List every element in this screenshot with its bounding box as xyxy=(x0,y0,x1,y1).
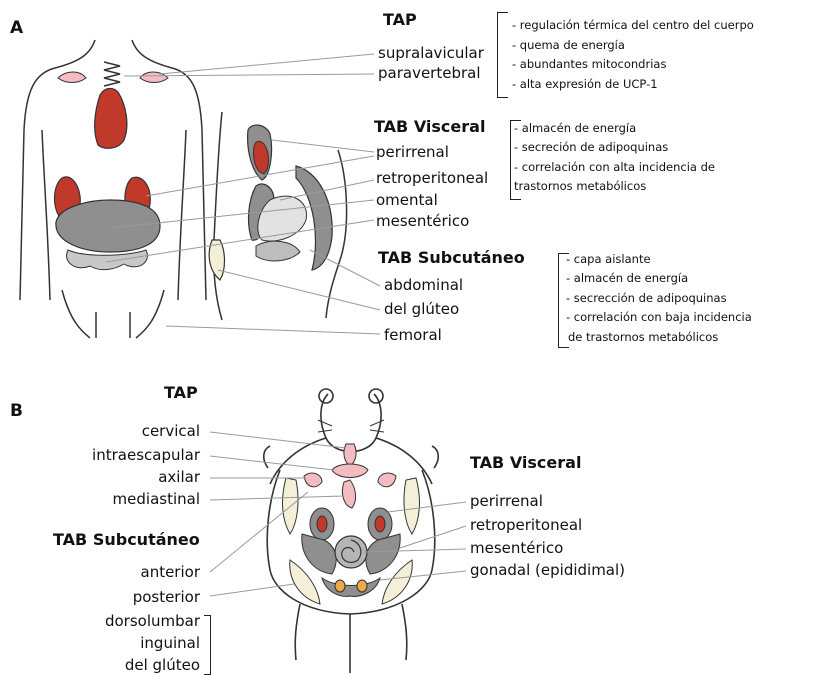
rodent-anterior-subcutaneous-fat-right xyxy=(404,478,419,534)
panel-b-letter: B xyxy=(10,403,23,420)
panel-a-tap-heading: TAP xyxy=(383,12,417,28)
visceral-note-1: - almacén de energía xyxy=(514,123,636,135)
rodent-kidney-right xyxy=(375,516,385,532)
panel-b-tap-heading: TAP xyxy=(164,385,198,401)
human-paravertebral-fat xyxy=(104,62,120,86)
label-paravertebral: paravertebral xyxy=(378,66,481,81)
label-femoral: femoral xyxy=(384,328,442,343)
human-body-front xyxy=(20,40,206,338)
panel-b-leader-lines xyxy=(210,432,466,596)
rodent-gonadal-fat xyxy=(322,578,380,596)
panel-a-visceral-heading: TAB Visceral xyxy=(374,119,485,135)
label-retroperitoneal-a: retroperitoneal xyxy=(376,171,488,186)
subcutaneo-note-1: - capa aislante xyxy=(566,254,651,266)
label-perirrenal-a: perirrenal xyxy=(376,145,449,160)
label-mesenterico-b: mesentérico xyxy=(470,541,563,556)
rodent-cervical-fat xyxy=(344,444,356,466)
label-omental-a: omental xyxy=(376,193,438,208)
label-gonadal: gonadal (epididimal) xyxy=(470,563,625,578)
rodent-mesenteric-fat xyxy=(335,536,367,568)
label-anterior: anterior xyxy=(141,565,201,580)
panel-a-subcutaneo-heading: TAB Subcutáneo xyxy=(378,250,525,266)
rodent-axillary-fat-right xyxy=(378,473,396,487)
tap-note-3: - abundantes mitocondrias xyxy=(512,59,666,71)
label-supraclavicular: supralavicular xyxy=(378,46,484,61)
label-perirrenal-b: perirrenal xyxy=(470,494,543,509)
visceral-note-3: - correlación con alta incidencia de xyxy=(514,162,715,174)
tap-note-2: - quema de energía xyxy=(512,40,625,52)
human-mesenteric-fat xyxy=(67,250,148,270)
label-retroperitoneal-b: retroperitoneal xyxy=(470,518,582,533)
label-cervical: cervical xyxy=(142,424,200,439)
rodent-axillary-fat-left xyxy=(304,473,322,487)
subcutaneo-note-2: - almacén de energía xyxy=(566,273,688,285)
label-dorsolumbar: dorsolumbar xyxy=(105,614,200,629)
panel-b-subcutaneo-heading: TAB Subcutáneo xyxy=(53,532,200,548)
rodent-kidney-left xyxy=(317,516,327,532)
panel-a-letter: A xyxy=(10,20,23,37)
panel-b-visceral-heading: TAB Visceral xyxy=(470,455,581,471)
visceral-note-4: trastornos metabólicos xyxy=(514,181,646,193)
label-abdominal: abdominal xyxy=(384,278,463,293)
label-inguinal: inguinal xyxy=(140,636,200,651)
label-gluteo-a: del glúteo xyxy=(384,302,459,317)
tap-note-1: - regulación térmica del centro del cuer… xyxy=(512,20,754,32)
subcutaneo-note-4: - correlación con baja incidencia xyxy=(566,312,752,324)
human-mediastinal-fat xyxy=(95,88,127,148)
label-mesenterico-a: mesentérico xyxy=(376,214,469,229)
label-gluteo-b: del glúteo xyxy=(125,658,200,673)
label-axilar: axilar xyxy=(158,470,200,485)
rodent-intrascapular-fat xyxy=(332,464,368,478)
rodent-testis-left xyxy=(335,580,345,592)
visceral-note-2: - secreción de adipoquinas xyxy=(514,142,668,154)
side-mesenteric-fat xyxy=(256,241,300,261)
side-subcutaneous-gluteal-fat xyxy=(209,240,224,280)
subcutaneo-note-3: - secrección de adipoquinas xyxy=(566,293,727,305)
panel-b-subcutaneo-bracket xyxy=(204,615,211,675)
label-mediastinal: mediastinal xyxy=(113,492,200,507)
rodent-mediastinal-fat xyxy=(342,480,355,508)
human-omental-fat xyxy=(56,200,160,252)
panel-a-tap-bracket xyxy=(497,12,508,98)
rodent-testis-right xyxy=(357,580,367,592)
rodent-whiskers xyxy=(318,420,384,432)
tap-note-4: - alta expresión de UCP-1 xyxy=(512,79,658,91)
label-intraescapular: intraescapular xyxy=(92,448,200,463)
subcutaneo-note-5: de trastornos metabólicos xyxy=(568,332,718,344)
label-posterior: posterior xyxy=(133,590,200,605)
